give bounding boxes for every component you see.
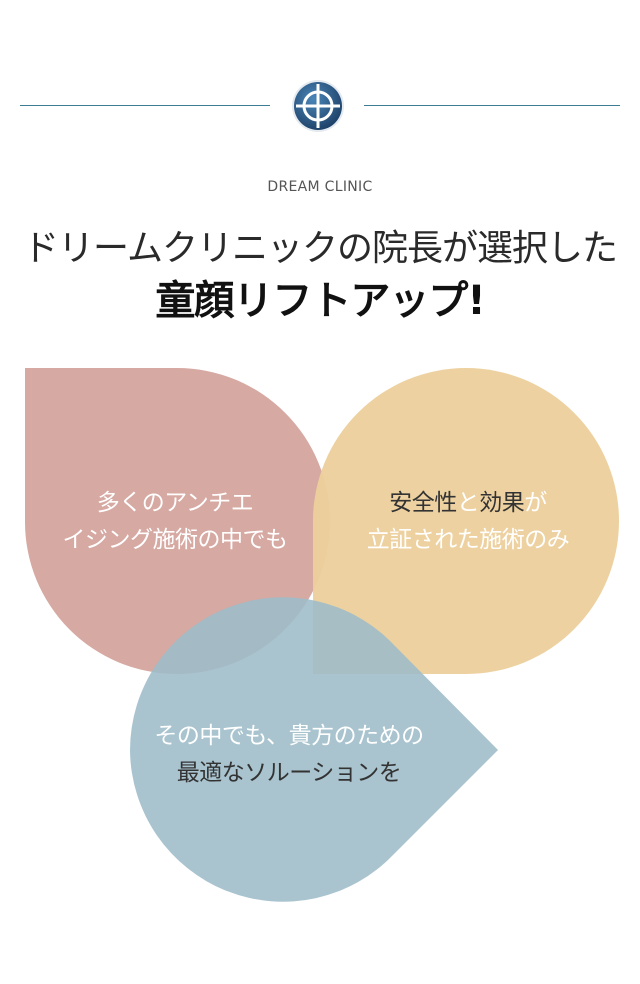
rose-line-1: 多くのアンチエ <box>96 490 254 516</box>
page-title-line2: 童顔リフトアップ! <box>155 278 485 324</box>
sand-particle-ga: が <box>524 490 547 516</box>
page-title-line1: ドリームクリニックの院長が選択した <box>23 228 618 269</box>
rose-petal <box>24 368 330 674</box>
teal-line-1: その中でも、貴方のための <box>154 723 424 749</box>
teal-petal <box>130 597 498 902</box>
divider-line-right <box>364 105 620 106</box>
divider-line-left <box>20 105 270 106</box>
sand-particle-to: と <box>456 490 480 516</box>
sand-highlight-effect: 効果 <box>479 490 525 516</box>
sand-petal-text: 安全性と効果が 立証された施術のみ <box>318 485 618 559</box>
sand-line-2: 立証された施術のみ <box>366 527 570 553</box>
sand-line-1: 安全性と効果が <box>318 485 618 522</box>
rose-line-2: イジング施術の中でも <box>62 527 289 553</box>
clinic-label: DREAM CLINIC <box>267 179 373 195</box>
teal-line-2: 最適なソルーションを <box>176 760 402 786</box>
crosshair-globe-icon <box>292 80 344 132</box>
rose-petal-text: 多くのアンチエ イジング施術の中でも <box>30 485 320 559</box>
sand-petal <box>313 368 619 674</box>
sand-highlight-safety: 安全性 <box>389 490 457 516</box>
teal-petal-text: その中でも、貴方のための 最適なソルーションを <box>130 718 448 792</box>
